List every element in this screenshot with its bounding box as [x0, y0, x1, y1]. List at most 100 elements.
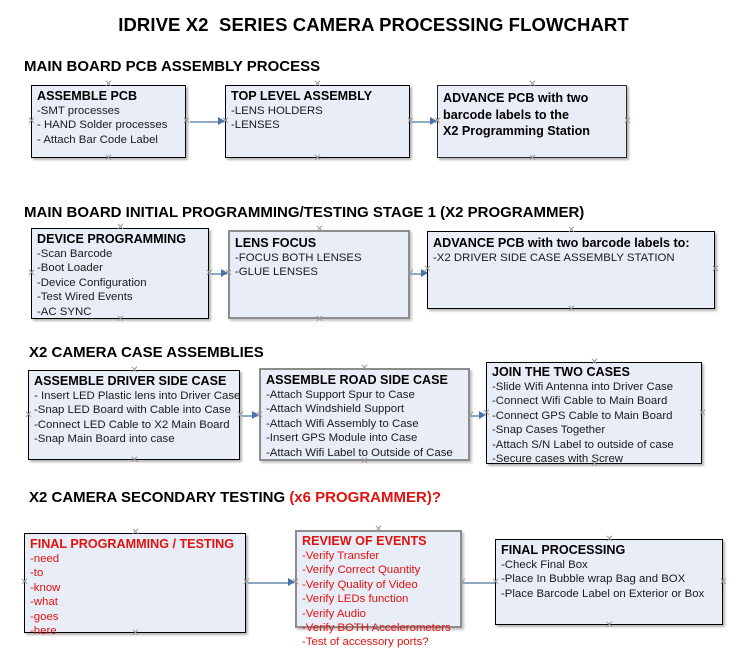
- node-line: -Slide Wifi Antenna into Driver Case: [492, 381, 674, 393]
- resize-handle-top[interactable]: [567, 226, 576, 235]
- resize-handle-left[interactable]: [27, 117, 36, 126]
- resize-handle-top[interactable]: [374, 525, 383, 534]
- connector-line: [248, 582, 290, 584]
- node-assemble-pcb[interactable]: ASSEMBLE PCB -SMT processes - HAND Solde…: [31, 85, 186, 158]
- node-assemble-road-side-case[interactable]: ASSEMBLE ROAD SIDE CASE -Attach Support …: [259, 368, 470, 461]
- resize-handle-bottom[interactable]: [528, 154, 537, 163]
- resize-handle-top[interactable]: [605, 535, 614, 544]
- section-heading-x2-camera-secondary-testing: X2 CAMERA SECONDARY TESTING (x6 PROGRAMM…: [29, 489, 441, 506]
- resize-handle-left[interactable]: [491, 578, 500, 587]
- section-heading-text: X2 CAMERA SECONDARY TESTING: [29, 489, 290, 506]
- page-title: IDRIVE X2 SERIES CAMERA PROCESSING FLOWC…: [118, 14, 629, 35]
- connector-line: [211, 273, 224, 275]
- section-heading-x2-camera-case-assemblies: X2 CAMERA CASE ASSEMBLIES: [29, 344, 264, 361]
- node-line: -here: [30, 625, 57, 638]
- node-line: -Attach Support Spur to Case: [266, 389, 415, 401]
- node-review-of-events[interactable]: REVIEW OF EVENTS -Verify Transfer -Verif…: [295, 530, 462, 648]
- resize-handle-bottom[interactable]: [131, 629, 140, 638]
- connector-line: [470, 415, 483, 417]
- node-title: ASSEMBLE ROAD SIDE CASE: [266, 373, 448, 387]
- resize-handle-left[interactable]: [221, 117, 230, 126]
- resize-handle-right[interactable]: [719, 578, 728, 587]
- resize-handle-bottom[interactable]: [130, 456, 139, 465]
- resize-handle-top[interactable]: [360, 364, 369, 373]
- node-line: -Verify LEDs function: [302, 593, 409, 606]
- resize-handle-top[interactable]: [104, 80, 113, 89]
- node-line: -Attach Wifi Label to Outside of Case: [266, 446, 453, 459]
- node-title: DEVICE PROGRAMMING: [37, 232, 187, 246]
- node-top-level-assembly[interactable]: TOP LEVEL ASSEMBLY -LENS HOLDERS -LENSES: [225, 85, 410, 158]
- node-line: -X2 DRIVER SIDE CASE ASSEMBLY STATION: [433, 252, 675, 264]
- resize-handle-top[interactable]: [315, 225, 324, 234]
- node-line: -Test Wired Events: [37, 291, 133, 304]
- node-line: ADVANCE PCB with two: [443, 91, 589, 105]
- connector-line: [190, 121, 220, 123]
- resize-handle-bottom[interactable]: [567, 305, 576, 314]
- node-line: - Insert LED Plastic lens into Driver Ca…: [34, 390, 241, 402]
- node-join-the-two-cases[interactable]: JOIN THE TWO CASES -Slide Wifi Antenna i…: [486, 362, 702, 465]
- node-title: REVIEW OF EVENTS: [302, 534, 427, 548]
- section-heading-text: MAIN BOARD INITIAL PROGRAMMING/TESTING S…: [24, 204, 585, 221]
- node-final-programming-testing[interactable]: FINAL PROGRAMMING / TESTING -need -to -k…: [24, 533, 246, 637]
- node-line: -Place In Bubble wrap Bag and BOX: [501, 573, 686, 586]
- node-line: -Snap LED Board with Cable into Case: [34, 404, 231, 417]
- resize-handle-bottom[interactable]: [313, 154, 322, 163]
- node-line: -Snap Main Board into case: [34, 433, 175, 446]
- resize-handle-left[interactable]: [291, 578, 300, 587]
- resize-handle-right[interactable]: [711, 265, 720, 274]
- node-line: -goes: [30, 610, 59, 623]
- node-line-overflow: -Test of accessory ports?: [302, 636, 429, 649]
- resize-handle-bottom[interactable]: [590, 460, 599, 469]
- resize-handle-bottom[interactable]: [315, 315, 324, 324]
- resize-handle-right[interactable]: [698, 409, 707, 418]
- node-line: -Attach Wifi Assembly to Case: [266, 417, 419, 430]
- resize-handle-left[interactable]: [423, 265, 432, 274]
- connector-line: [410, 273, 424, 275]
- resize-handle-top[interactable]: [313, 80, 322, 89]
- node-line: -Verify Audio: [302, 607, 366, 620]
- resize-handle-top[interactable]: [116, 223, 125, 232]
- node-final-processing[interactable]: FINAL PROCESSING -Check Final Box -Place…: [495, 539, 723, 625]
- node-line: -Attach Windshield Support: [266, 403, 405, 416]
- node-line: barcode labels to the: [443, 107, 569, 122]
- section-heading-main-board-pcb-assembly: MAIN BOARD PCB ASSEMBLY PROCESS: [24, 58, 320, 75]
- node-line: -Verify Quality of Video: [302, 578, 418, 591]
- node-title: FINAL PROGRAMMING / TESTING: [30, 537, 235, 551]
- node-line: -Verify Correct Quantity: [302, 564, 421, 577]
- resize-handle-bottom[interactable]: [360, 457, 369, 466]
- resize-handle-bottom[interactable]: [605, 621, 614, 630]
- resize-handle-left[interactable]: [482, 409, 491, 418]
- node-assemble-driver-side-case[interactable]: ASSEMBLE DRIVER SIDE CASE - Insert LED P…: [28, 370, 240, 460]
- resize-handle-right[interactable]: [623, 117, 632, 126]
- resize-handle-left[interactable]: [224, 269, 233, 278]
- node-line: - HAND Solder processes: [37, 119, 168, 132]
- node-advance-pcb-to-x2-programming-station[interactable]: ADVANCE PCB with two barcode labels to t…: [437, 85, 627, 158]
- node-line: -AC SYNC: [37, 305, 92, 318]
- node-line: -Connect Wifi Cable to Main Board: [492, 395, 668, 408]
- node-line: -need: [30, 553, 60, 565]
- resize-handle-left[interactable]: [255, 411, 264, 420]
- resize-handle-top[interactable]: [130, 366, 139, 375]
- resize-handle-left[interactable]: [20, 578, 29, 587]
- resize-handle-left[interactable]: [433, 117, 442, 126]
- resize-handle-top[interactable]: [528, 80, 537, 89]
- resize-handle-left[interactable]: [24, 411, 33, 420]
- node-lens-focus[interactable]: LENS FOCUS -FOCUS BOTH LENSES -GLUE LENS…: [228, 230, 410, 319]
- resize-handle-bottom[interactable]: [116, 315, 125, 324]
- node-line: -Check Final Box: [501, 559, 588, 571]
- resize-handle-top[interactable]: [131, 528, 140, 537]
- resize-handle-left[interactable]: [27, 269, 36, 278]
- section-heading-text: X2 CAMERA CASE ASSEMBLIES: [29, 344, 264, 361]
- node-title: JOIN THE TWO CASES: [492, 365, 630, 379]
- resize-handle-bottom[interactable]: [104, 154, 113, 163]
- node-line: -Boot Loader: [37, 262, 103, 275]
- node-advance-pcb-to-driver-side-case[interactable]: ADVANCE PCB with two barcode labels to: …: [427, 231, 715, 309]
- node-title: TOP LEVEL ASSEMBLY: [231, 89, 373, 103]
- node-line: -Connect GPS Cable to Main Board: [492, 409, 673, 422]
- node-title: FINAL PROCESSING: [501, 543, 626, 557]
- resize-handle-top[interactable]: [590, 358, 599, 367]
- node-line: -Verify Transfer: [302, 550, 380, 562]
- node-device-programming[interactable]: DEVICE PROGRAMMING -Scan Barcode -Boot L…: [31, 228, 209, 319]
- resize-handle-bottom[interactable]: [374, 624, 383, 633]
- section-heading-main-board-initial-programming: MAIN BOARD INITIAL PROGRAMMING/TESTING S…: [24, 204, 584, 221]
